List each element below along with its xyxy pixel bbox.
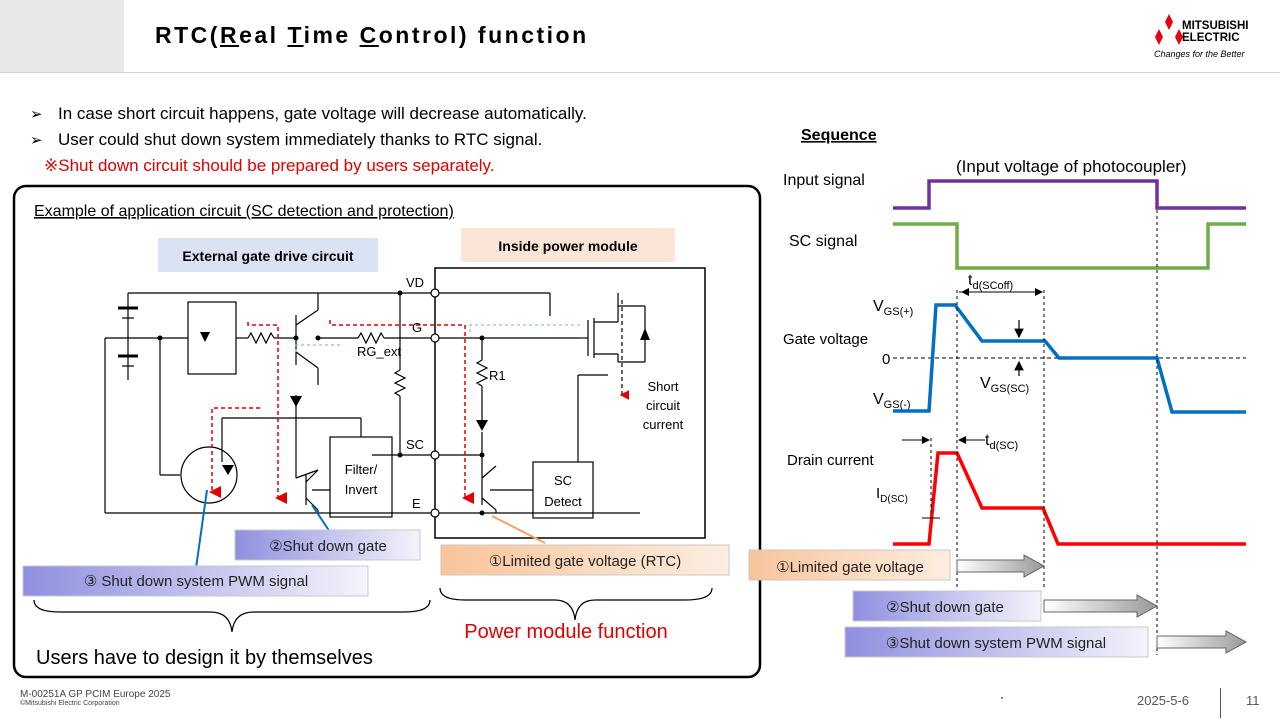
diode-symbols <box>200 328 650 475</box>
bullet-2: ➢User could shut down system immediately… <box>30 130 543 149</box>
rg-ext-label: RG_ext <box>357 344 401 359</box>
circuit-frame <box>12 184 762 679</box>
vgs-plus-label: VGS(+) <box>873 298 913 318</box>
callout-shutdown-gate-text: ②Shut down gate <box>269 538 387 555</box>
filter-label-1: Filter/ <box>345 462 378 477</box>
callout-limited-text: ①Limited gate voltage (RTC) <box>489 553 681 570</box>
seq-box-limited <box>748 549 951 581</box>
input-signal-waveform <box>893 179 1246 210</box>
seq-box-pwm-text: ③Shut down system PWM signal <box>886 635 1106 652</box>
node-g-label: G <box>412 320 422 335</box>
three-diamonds-icon <box>1155 14 1183 45</box>
footer-doc-id: M-00251A GP PCIM Europe 2025 <box>20 689 171 700</box>
footer-copyright: ©Mitsubishi Electric Corporation <box>20 700 120 707</box>
seq-box-shutdown <box>852 590 1042 622</box>
drain-current-waveform <box>893 451 1246 546</box>
callout-limited-box <box>440 544 730 576</box>
page-title: RTC(Real Time Control) function <box>155 22 589 48</box>
logo-tagline: Changes for the Better <box>1154 49 1246 59</box>
sequence-title: Sequence <box>801 127 877 144</box>
shutdown-current-path <box>209 300 630 504</box>
callout-pwm-box <box>22 565 369 597</box>
users-brace <box>33 599 431 633</box>
callout-pwm-text: ③ Shut down system PWM signal <box>84 573 308 590</box>
td-sc-label: td(SC) <box>985 432 1018 452</box>
page-number: 11 <box>1246 693 1260 708</box>
node-e-label: E <box>412 496 421 511</box>
sc-signal-waveform <box>893 222 1246 270</box>
external-drive-label: External gate drive circuit <box>182 248 354 264</box>
callout-shutdown-gate-box <box>234 529 421 561</box>
warning-note: ※Shut down circuit should be prepared by… <box>44 156 495 175</box>
gate-voltage-label: Gate voltage <box>783 331 868 348</box>
footer-dot <box>1001 697 1003 699</box>
scdetect-label-2: Detect <box>544 494 582 509</box>
block-arrow-limited <box>956 554 1046 578</box>
junction-dots <box>157 290 485 516</box>
block-arrow-shutdown <box>1043 594 1159 618</box>
node-sc-label: SC <box>406 437 424 452</box>
inside-module-label: Inside power module <box>498 238 637 254</box>
short-circuit-label-1: Short <box>647 379 678 394</box>
header-divider <box>0 72 1280 73</box>
td-scoff-label: td(SCoff) <box>968 272 1013 292</box>
footer-separator <box>1220 688 1221 718</box>
module-terminals <box>430 288 440 518</box>
arrowhead-bullet-icon: ➢ <box>30 106 43 123</box>
circuit-wires <box>104 292 646 519</box>
scdetect-label-1: SC <box>554 473 572 488</box>
node-vd-label: VD <box>406 275 424 290</box>
mitsubishi-logo: MITSUBISHI ELECTRIC Changes for the Bett… <box>1154 14 1248 59</box>
timing-guides <box>930 210 1158 655</box>
logo-name: MITSUBISHI <box>1182 20 1248 32</box>
logo-name2: ELECTRIC <box>1182 32 1240 44</box>
seq-box-limited-text: ①Limited gate voltage <box>776 559 924 576</box>
short-circuit-label-3: current <box>643 417 684 432</box>
footer-date: 2025-5-6 <box>1137 693 1190 708</box>
r1-label: R1 <box>489 368 506 383</box>
callout-leader-gate <box>311 504 331 533</box>
header-band <box>0 0 1280 72</box>
bullet-1: ➢In case short circuit happens, gate vol… <box>30 104 587 123</box>
seq-box-pwm <box>844 626 1149 658</box>
gate-voltage-path <box>295 324 580 352</box>
seq-box-shutdown-text: ②Shut down gate <box>886 599 1004 616</box>
block-arrow-pwm <box>1156 630 1248 654</box>
external-drive-label-box <box>158 238 378 272</box>
sc-signal-label: SC signal <box>789 233 857 250</box>
circuit-caption: Example of application circuit (SC detec… <box>34 203 454 220</box>
power-module-box <box>434 267 706 539</box>
gate-voltage-waveform <box>893 303 1246 414</box>
filter-label-2: Invert <box>345 482 378 497</box>
short-circuit-label-2: circuit <box>646 398 680 413</box>
module-function-text: Power module function <box>464 621 667 643</box>
users-design-text: Users have to design it by themselves <box>36 647 373 669</box>
vgs-sc-label: VGS(SC) <box>980 375 1029 395</box>
id-sc-label: ID(SC) <box>876 485 908 505</box>
input-note: (Input voltage of photocoupler) <box>956 157 1187 176</box>
drain-current-label: Drain current <box>787 452 875 469</box>
inside-module-label-box <box>461 228 675 262</box>
input-signal-label: Input signal <box>783 172 865 189</box>
zero-label: 0 <box>882 351 890 368</box>
module-brace <box>439 587 713 621</box>
callout-leader-pwm <box>195 489 208 569</box>
header-accent-block <box>0 0 124 72</box>
callout-leader-limited <box>491 515 546 544</box>
vgs-minus-label: VGS(-) <box>873 391 911 411</box>
arrowhead-bullet-icon: ➢ <box>30 132 43 149</box>
